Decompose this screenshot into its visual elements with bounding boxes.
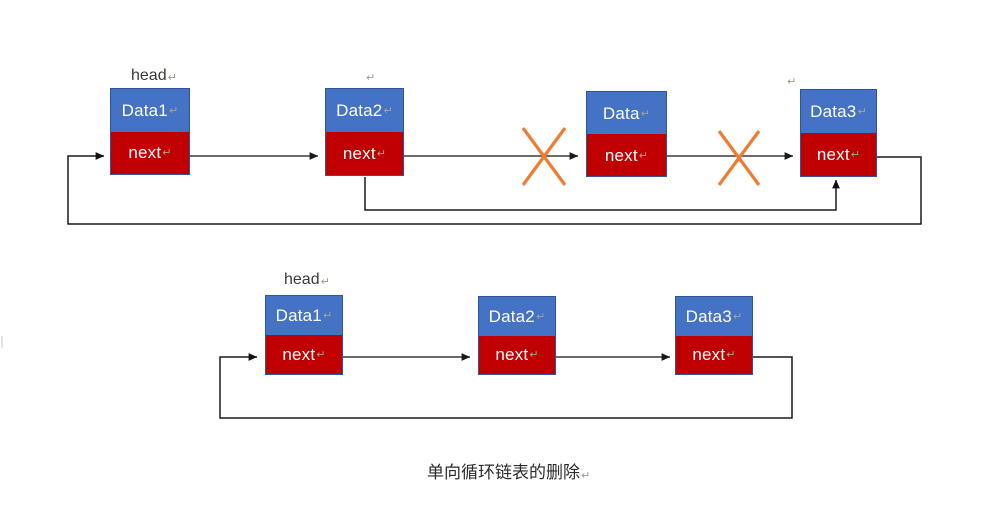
bottom-node-3-next-cell: next↵ — [676, 335, 752, 374]
cr-glyph: ↵ — [529, 349, 539, 362]
top-node-4-next-cell: next↵ — [801, 133, 876, 176]
top-node-3-next-text: next — [604, 145, 638, 165]
cr-glyph: ↵ — [320, 276, 330, 288]
top-bypass-link-2-to-4 — [364, 177, 840, 211]
bottom-node-2-next-cell: next↵ — [479, 335, 555, 374]
cr-glyph: ↵ — [167, 72, 177, 84]
bottom-node-1[interactable]: Data1↵ next↵ — [265, 295, 343, 375]
top-node-3-next-cell: next↵ — [587, 134, 666, 176]
top-node-3-data-text: Data — [602, 103, 640, 123]
top-node-4-data-cell: Data3↵ — [801, 90, 876, 133]
top-node-3[interactable]: Data↵ next↵ — [586, 91, 667, 177]
top-node-2-cr-label: ↵ — [365, 68, 375, 84]
top-node-2[interactable]: Data2↵ next↵ — [325, 88, 404, 176]
cr-glyph: ↵ — [322, 310, 333, 322]
bottom-head-label: head↵ — [284, 272, 330, 288]
bottom-node-2-data-cell: Data2↵ — [479, 297, 555, 336]
top-node-2-data-text: Data2 — [336, 101, 383, 120]
cr-glyph: ↵ — [535, 310, 546, 323]
bottom-node-3-data-cell: Data3↵ — [676, 297, 752, 336]
bottom-node-1-next-cell: next↵ — [266, 335, 342, 374]
cr-glyph: ↵ — [726, 349, 736, 362]
bottom-node-2-data-text: Data2 — [488, 306, 535, 326]
bottom-node-1-next-text: next — [282, 345, 316, 364]
bottom-node-1-data-text: Data1 — [275, 306, 322, 325]
top-node-1-data-text: Data1 — [121, 100, 168, 120]
diagram-caption: 单向循环链表的删除↵ — [427, 463, 591, 482]
x-delete-mark-1 — [521, 127, 567, 186]
cr-glyph: ↵ — [581, 470, 591, 482]
diagram-caption-text: 单向循环链表的删除 — [427, 463, 580, 482]
cr-glyph: ↵ — [857, 106, 867, 118]
cr-glyph: ↵ — [316, 349, 326, 361]
top-node-2-next-text: next — [342, 144, 376, 163]
top-node-2-data-cell: Data2↵ — [326, 89, 403, 132]
bottom-head-label-text: head — [284, 271, 320, 288]
cr-glyph: ↵ — [732, 310, 743, 323]
top-node-4-cr-label: ↵ — [786, 72, 796, 88]
top-circular-return-link — [67, 152, 922, 225]
cr-glyph: ↵ — [787, 76, 797, 88]
cr-glyph: ↵ — [638, 149, 649, 162]
top-head-label: head↵ — [131, 68, 177, 84]
bottom-node-2-next-text: next — [495, 345, 529, 365]
top-node-1-next-cell: next↵ — [111, 131, 189, 174]
cr-glyph: ↵ — [168, 104, 179, 117]
cr-glyph: ↵ — [376, 148, 387, 160]
cr-glyph: ↵ — [366, 72, 376, 84]
top-node-4[interactable]: Data3↵ next↵ — [800, 89, 877, 177]
bottom-node-1-data-cell: Data1↵ — [266, 296, 342, 335]
top-node-1-data-cell: Data1↵ — [111, 89, 189, 132]
top-node-1[interactable]: Data1↵ next↵ — [110, 88, 190, 175]
x-delete-mark-2 — [717, 130, 761, 186]
cr-glyph: ↵ — [850, 149, 861, 161]
bottom-node-2[interactable]: Data2↵ next↵ — [478, 296, 556, 375]
bottom-node-3[interactable]: Data3↵ next↵ — [675, 296, 753, 375]
top-node-3-data-cell: Data↵ — [587, 92, 666, 134]
top-node-1-next-text: next — [128, 143, 162, 163]
top-node-4-data-text: Data3 — [810, 102, 857, 121]
top-node-2-next-cell: next↵ — [326, 132, 403, 175]
bottom-node-3-next-text: next — [692, 345, 726, 365]
top-node-4-next-text: next — [816, 145, 850, 164]
cr-glyph: ↵ — [640, 107, 651, 120]
cr-glyph: ↵ — [162, 147, 172, 160]
top-head-label-text: head — [131, 67, 167, 84]
bottom-node-3-data-text: Data3 — [685, 306, 732, 326]
cr-glyph: ↵ — [383, 105, 393, 117]
